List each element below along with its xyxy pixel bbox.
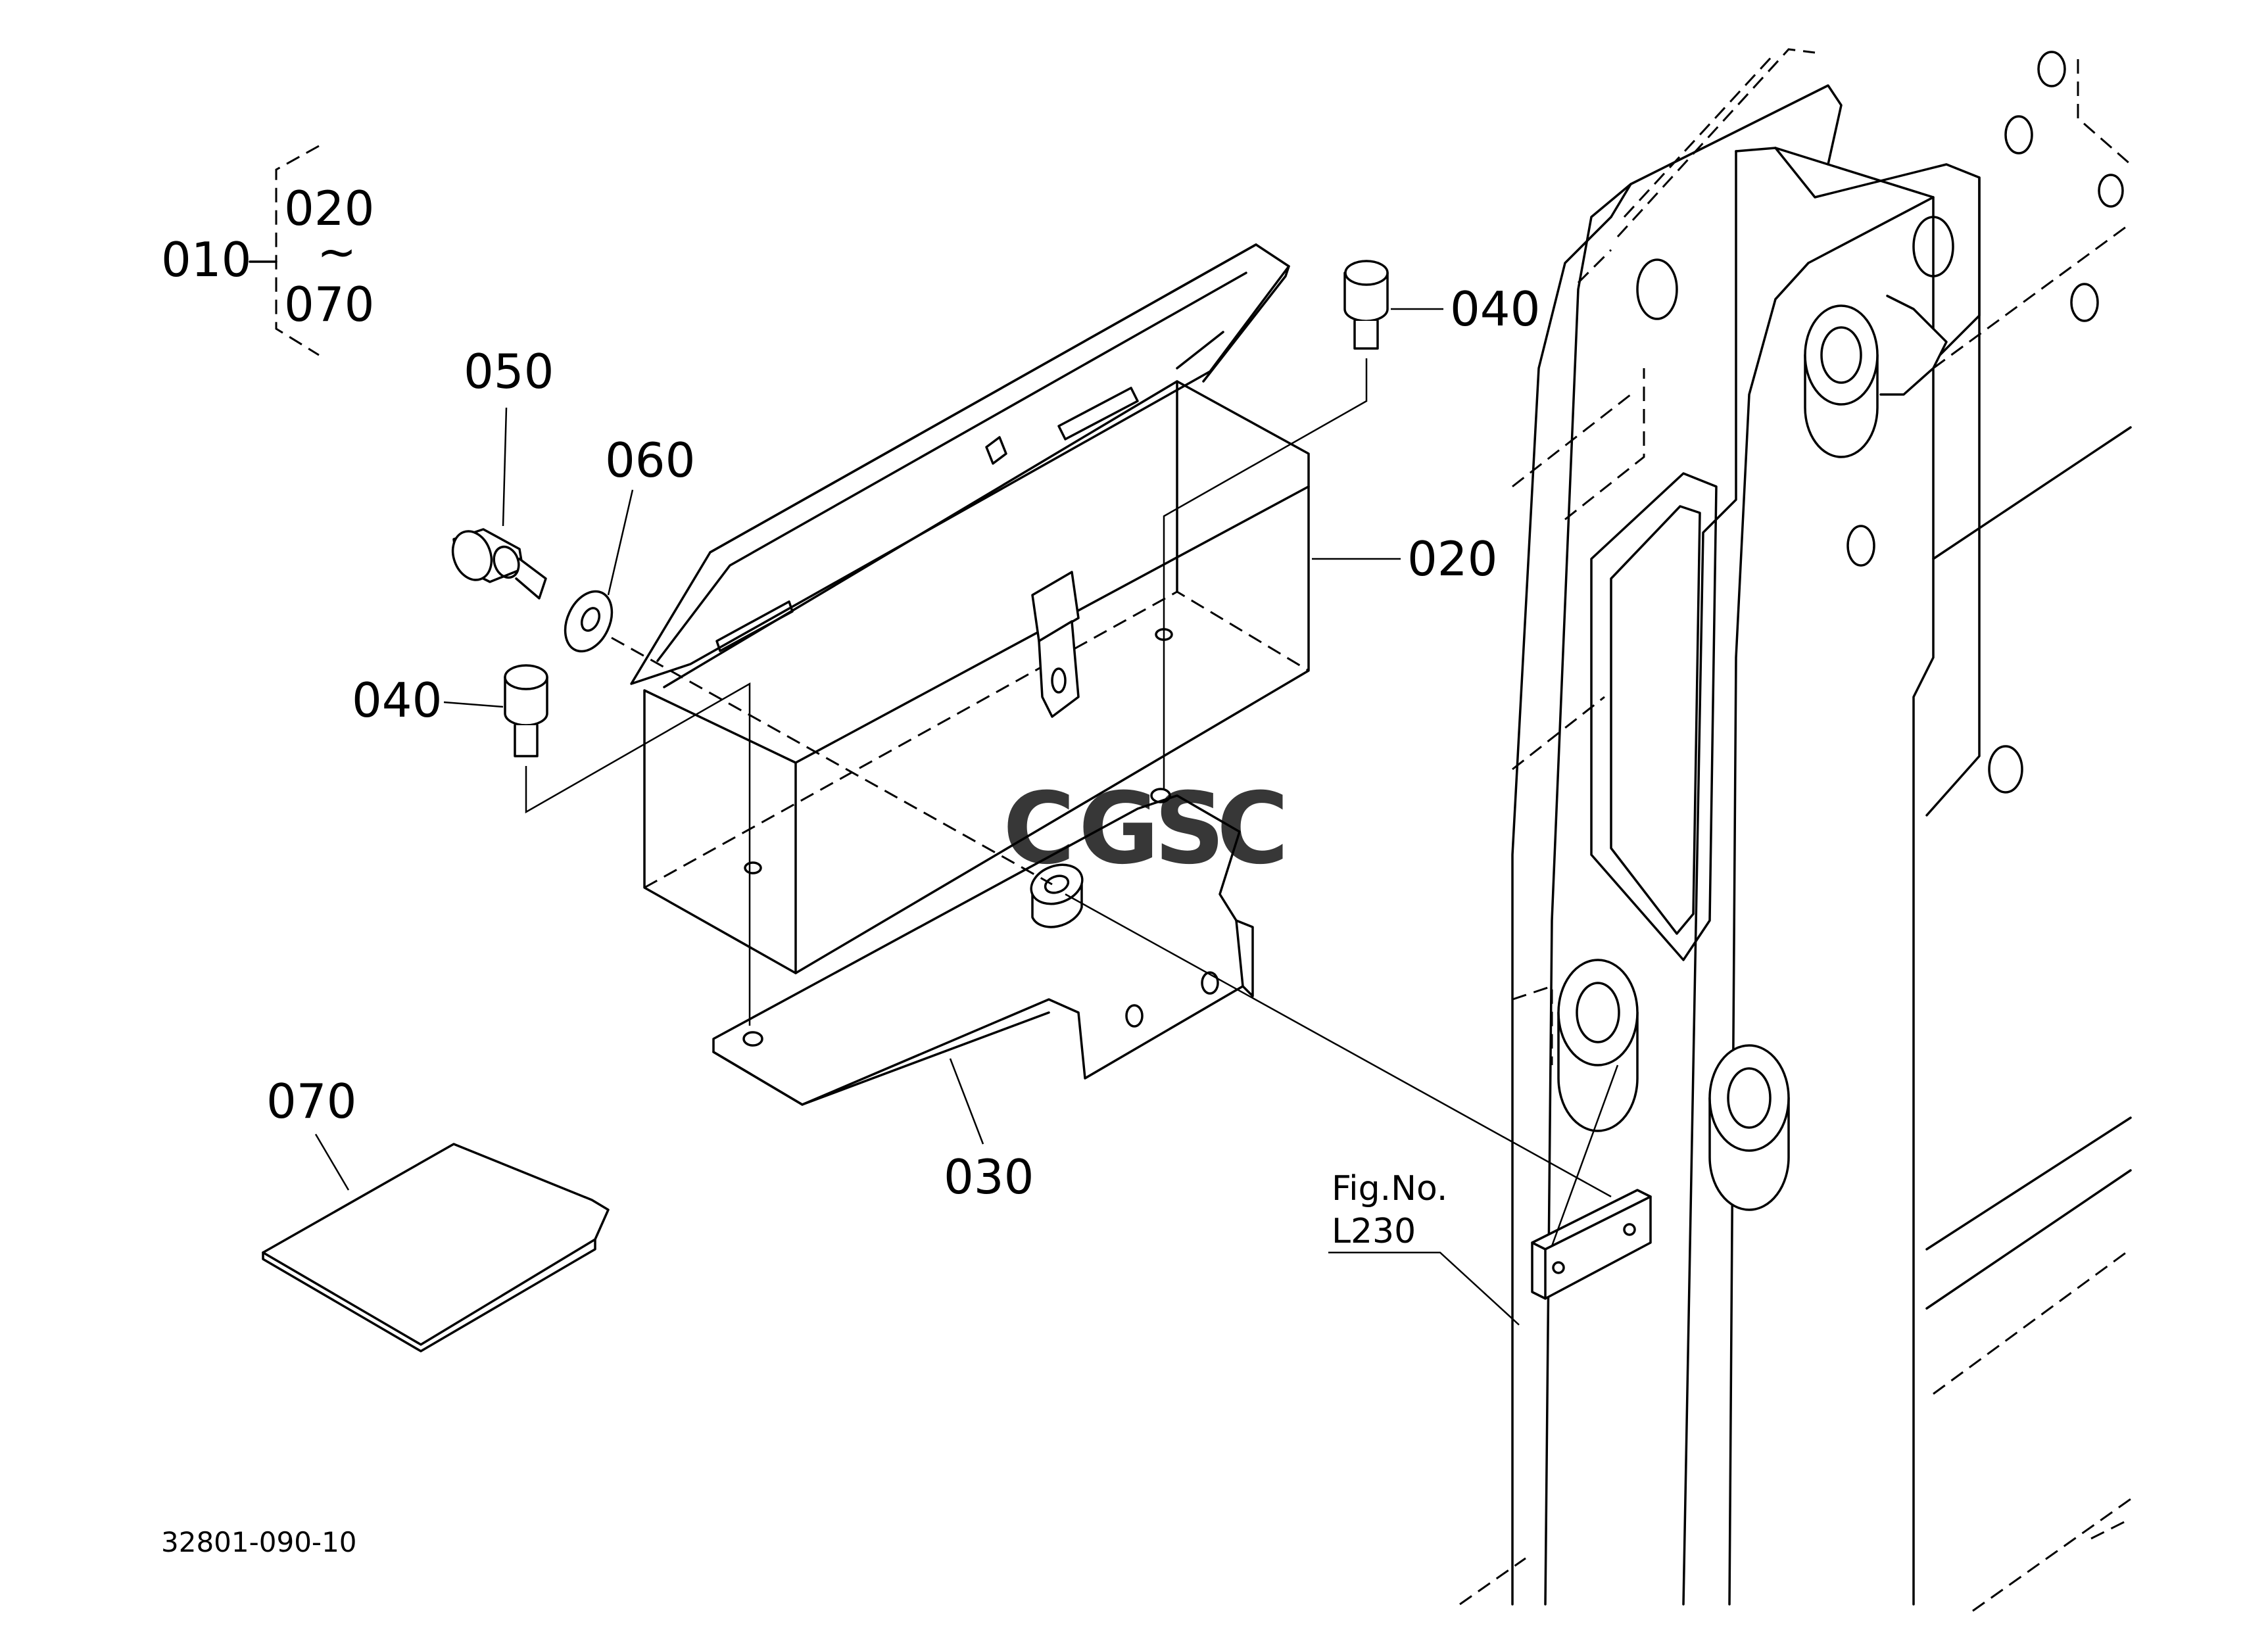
label-070: 070 (266, 1074, 356, 1129)
leader-050 (502, 407, 508, 527)
guide-line-lower (525, 682, 751, 1026)
label-050: 050 (464, 344, 554, 399)
guide-line-upper (1163, 358, 1368, 789)
label-040-upper: 040 (1450, 281, 1540, 337)
fig-ref-line2: L230 (1332, 1212, 1416, 1251)
range-separator: ~ (317, 224, 356, 279)
leader-040-lower (443, 701, 504, 708)
toolbox (630, 243, 1310, 974)
leader-060 (607, 489, 634, 596)
machine-frame (1459, 48, 2132, 1612)
label-040-lower: 040 (352, 673, 442, 728)
range-start: 020 (284, 181, 374, 236)
mounting-bracket (712, 788, 1254, 1106)
drawing-number: 32801-090-10 (161, 1526, 357, 1558)
leader-030 (949, 1058, 984, 1145)
label-020: 020 (1407, 531, 1497, 586)
watermark-letter-1: C (1003, 772, 1075, 886)
bolt-upper (1343, 260, 1389, 350)
assembly-number: 010 (161, 232, 251, 287)
centerline-dashed (611, 636, 1053, 886)
watermark-letter-2: G (1078, 772, 1159, 886)
watermark-letter-4: C (1217, 772, 1289, 886)
label-030: 030 (944, 1149, 1034, 1205)
bolt-side (451, 528, 547, 600)
assembly-bracket (249, 145, 320, 356)
leader-fig-ref (1328, 1251, 1520, 1326)
washer (564, 590, 614, 653)
leader-070 (314, 1134, 350, 1191)
centerline-solid (1065, 893, 1612, 1198)
watermark: C G S C (1003, 772, 1289, 886)
leader-frame-ref (1551, 1064, 1619, 1247)
operator-manual (262, 1143, 610, 1352)
fig-ref-line1: Fig.No. (1332, 1169, 1447, 1208)
range-end: 070 (284, 277, 374, 332)
watermark-letter-3: S (1154, 772, 1225, 886)
bolt-lower (504, 664, 548, 757)
label-060: 060 (605, 433, 695, 488)
